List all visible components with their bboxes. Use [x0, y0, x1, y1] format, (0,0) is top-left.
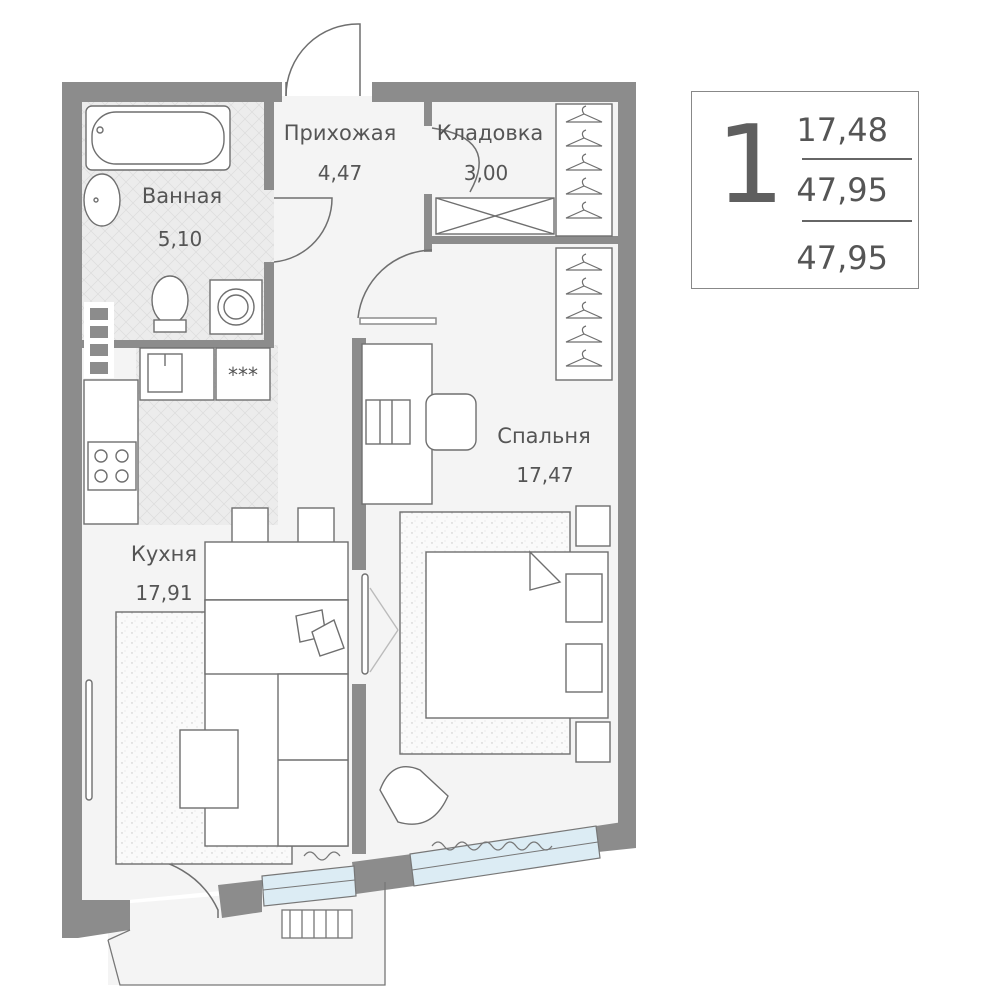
kitchen-area: 17,91: [135, 581, 192, 605]
keyboard-icon: [365, 399, 411, 445]
toilet-icon: [151, 275, 189, 325]
kitchen-label: Кухня: [131, 542, 197, 566]
pillow-2: [311, 618, 345, 657]
coffee-table: [179, 729, 239, 809]
hallway-label: Прихожая: [284, 121, 396, 145]
storage-label: Кладовка: [437, 121, 544, 145]
office-chair: [425, 393, 477, 451]
outer-walls: [62, 82, 636, 938]
living-area-value: 17,48: [796, 111, 888, 149]
cooktop-icon: [87, 441, 137, 491]
kitchen-window: [261, 865, 357, 907]
kitchen-wall-radiator: [85, 679, 93, 801]
storage-door: [431, 127, 480, 193]
nightstand-bottom: [575, 721, 611, 763]
balcony-floor: [108, 882, 385, 985]
bathroom-door: [273, 197, 333, 263]
bedroom-label: Спальня: [497, 424, 590, 448]
total-area-value: 47,95: [796, 171, 888, 209]
bedroom-door: [357, 249, 433, 319]
entrance-door: [285, 23, 361, 97]
bedroom-area: 17,47: [516, 463, 573, 487]
bedroom-radiator: [361, 573, 369, 675]
room-labels: Ванная 5,10 Прихожая 4,47 Кладовка 3,00 …: [131, 121, 591, 605]
balcony-dryer: [281, 909, 353, 939]
storage-area: 3,00: [464, 161, 509, 185]
apartment-info-box: 1 17,48 47,95 47,95: [691, 91, 919, 289]
bathroom-area: 5,10: [158, 227, 203, 251]
curtains: [303, 841, 553, 861]
hanger-icons: [565, 105, 603, 367]
bathroom-fixtures: [83, 105, 263, 335]
sink-icon: [83, 173, 121, 227]
dining-table: [204, 541, 349, 601]
info-divider-1: [802, 158, 912, 160]
windows: [261, 825, 601, 907]
hallway-area: 4,47: [318, 161, 363, 185]
bathroom-label: Ванная: [142, 184, 222, 208]
nightstand-top: [575, 505, 611, 547]
bedroom-wardrobe: [555, 247, 613, 381]
rooms-count: 1: [716, 103, 785, 228]
bedroom-furniture: [361, 343, 611, 825]
kitchen-fixtures: ***: [83, 347, 271, 525]
living-furniture: [85, 507, 349, 865]
chair-1: [231, 507, 269, 545]
chair-2: [297, 507, 335, 545]
total-area-with-balcony-value: 47,95: [796, 239, 888, 277]
wardrobes: [435, 103, 613, 381]
oven-icon: [215, 347, 271, 401]
stove-marks: ***: [228, 363, 258, 387]
info-divider-2: [802, 220, 912, 222]
balcony: [107, 882, 386, 986]
armchair: [379, 766, 449, 825]
